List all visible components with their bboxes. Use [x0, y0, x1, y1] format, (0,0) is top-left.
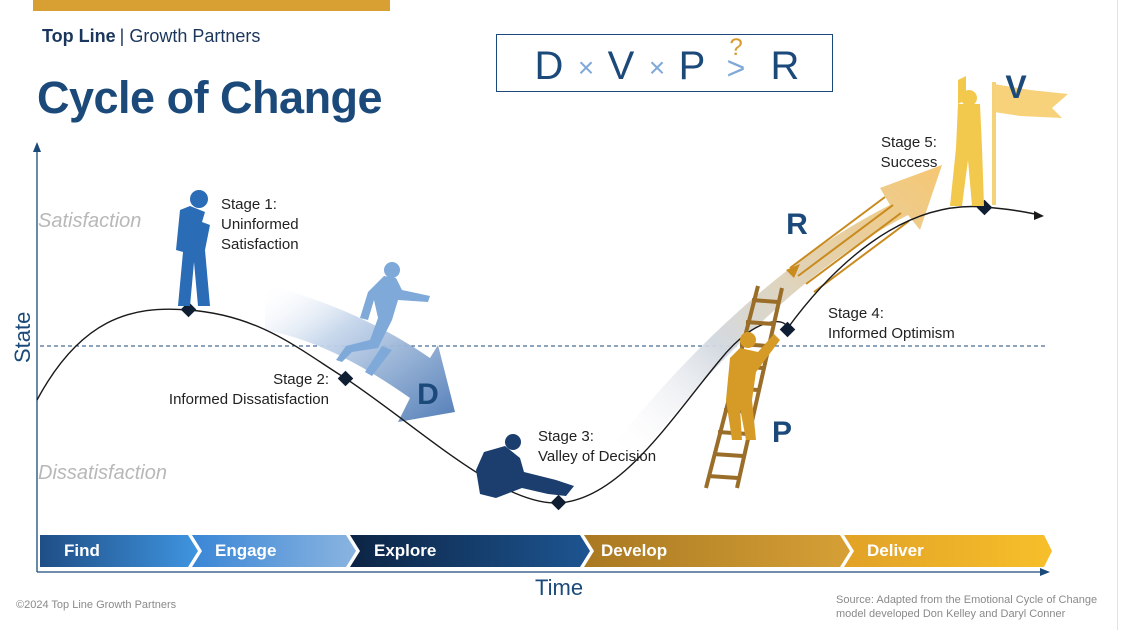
brand-name: Top Line: [42, 26, 116, 46]
letter-d: D: [417, 378, 439, 411]
formula-d: D: [535, 44, 564, 88]
copyright-text: ©2024 Top Line Growth Partners: [16, 599, 177, 611]
stage-1-label: Stage 1: Uninformed Satisfaction: [221, 196, 299, 253]
formula-times-1: ×: [578, 52, 594, 83]
formula-question: ?: [729, 35, 742, 61]
formula-greater: >: [727, 50, 746, 86]
source-note: Source: Adapted from the Emotional Cycle…: [836, 594, 1098, 620]
y-axis-title: State: [10, 311, 35, 363]
climber-figure: [726, 332, 780, 440]
top-accent-bar: [33, 0, 390, 11]
phase-engage-label: Engage: [215, 541, 277, 560]
resistance-arrowhead: [786, 264, 800, 278]
letter-v: V: [1005, 69, 1027, 105]
thinker-figure: [176, 190, 210, 306]
dissatisfaction-label: Dissatisfaction: [38, 462, 167, 484]
falling-figure: [336, 262, 430, 376]
phase-find-label: Find: [64, 541, 100, 560]
formula-svg: D × V × P > ? R: [535, 35, 800, 88]
page-title: Cycle of Change: [37, 72, 383, 123]
formula-times-2: ×: [649, 52, 665, 83]
phase-deliver-chevron: [844, 535, 1052, 567]
resistance-lines: [789, 196, 910, 293]
x-axis-arrowhead: [1040, 568, 1050, 576]
cycle-curve: [36, 205, 1041, 504]
phase-deliver-label: Deliver: [867, 541, 924, 560]
satisfaction-label: Satisfaction: [38, 210, 142, 232]
formula-box: D × V × P > ? R: [496, 34, 833, 92]
right-edge-divider: [1117, 0, 1118, 630]
stage-2-marker: [337, 370, 354, 387]
stage-5-label: Stage 5: Success: [880, 134, 938, 171]
phase-develop-chevron: [584, 535, 850, 567]
formula-v: V: [608, 44, 635, 88]
phase-find-chevron: [40, 535, 198, 567]
stage-3-label: Stage 3: Valley of Decision: [538, 428, 657, 465]
y-axis-arrowhead: [33, 142, 41, 152]
phase-engage-chevron: [192, 535, 356, 567]
brand-tagline: Growth Partners: [129, 26, 261, 46]
x-axis-title: Time: [535, 575, 584, 600]
letter-p: P: [772, 416, 792, 449]
stage-4-marker: [779, 321, 796, 338]
letter-r: R: [786, 208, 808, 241]
success-figure: [950, 76, 1068, 206]
formula-p: P: [679, 44, 706, 88]
d-arrow-shape: [265, 285, 455, 422]
formula-r: R: [771, 44, 800, 88]
stage-2-label: Stage 2: Informed Dissatisfaction: [168, 371, 329, 408]
r-arrow-shape: [610, 165, 942, 455]
stage-4-label: Stage 4: Informed Optimism: [828, 305, 955, 342]
phase-explore-label: Explore: [374, 541, 437, 560]
sitting-figure: [476, 434, 574, 498]
phase-banner: [40, 535, 1052, 567]
curve-arrowhead: [1034, 211, 1044, 220]
phase-develop-label: Develop: [601, 541, 668, 560]
phase-explore-chevron: [350, 535, 590, 567]
stage-3-marker: [550, 494, 567, 511]
brand-logo: Top Line|Growth Partners: [42, 26, 261, 46]
